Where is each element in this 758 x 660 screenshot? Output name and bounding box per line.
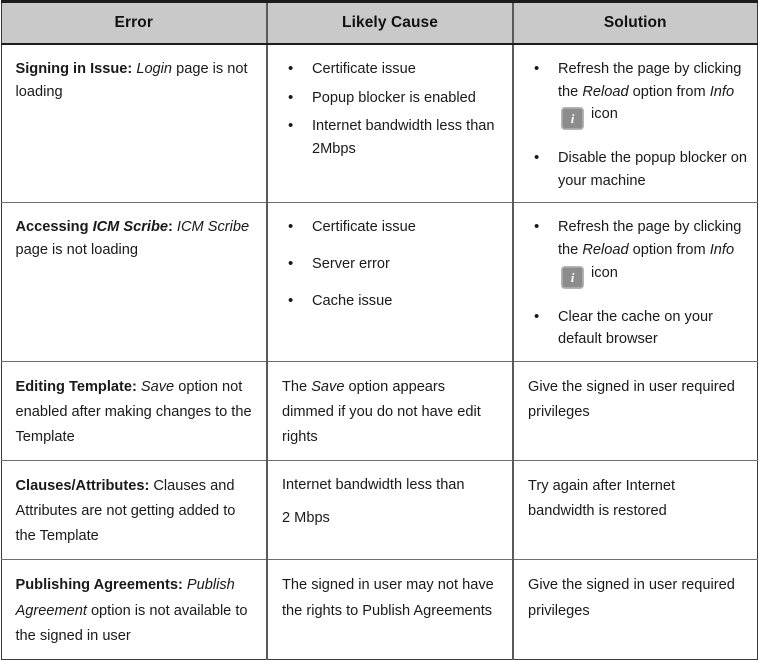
cause-text-line1: Internet bandwidth less than <box>282 477 465 494</box>
error-emphasis: ICM Scribe <box>172 219 250 236</box>
error-cell: Accessing ICM Scribe: ICM Scribe page is… <box>1 202 268 362</box>
error-label: Signing in Issue: <box>15 61 133 77</box>
solution-text: Refresh the page by clicking the <box>558 61 742 100</box>
error-label-colon: : <box>167 219 173 236</box>
cause-text: Cache issue <box>312 292 393 309</box>
error-cell: Publishing Agreements: Publish Agreement… <box>1 559 268 660</box>
cause-text: Certificate issue <box>312 61 416 77</box>
list-item: Server error <box>278 252 504 276</box>
error-emphasis: Save <box>136 378 175 395</box>
error-label-product: ICM Scribe <box>92 219 168 236</box>
list-item: Refresh the page by clicking the Reload … <box>524 215 749 289</box>
solution-cell: Give the signed in user required privile… <box>513 560 757 659</box>
cause-cell: Certificate issue Server error Cache iss… <box>267 202 514 362</box>
list-item: Internet bandwidth less than 2Mbps <box>278 114 504 160</box>
error-text: Accessing ICM Scribe: ICM Scribe page is… <box>16 216 253 261</box>
solution-text-mid: option from <box>628 83 710 100</box>
table-row: Accessing ICM Scribe: ICM Scribe page is… <box>1 202 757 362</box>
header-row: Error Likely Cause Solution <box>1 0 757 45</box>
solution-cell: Try again after Internet bandwidth is re… <box>513 460 757 561</box>
error-rest: page is not loading <box>15 242 139 259</box>
list-item: Clear the cache on your default browser <box>524 305 749 351</box>
solution-text: Give the signed in user required privile… <box>528 378 735 420</box>
table-row: Editing Template: Save option not enable… <box>1 361 757 462</box>
solution-cell: Refresh the page by clicking the Reload … <box>513 44 757 204</box>
error-text: Publishing Agreements: Publish Agreement… <box>16 573 253 648</box>
column-header-error: Error <box>1 0 268 45</box>
cause-text: Popup blocker is enabled <box>312 89 476 106</box>
solution-emphasis-info: Info <box>709 242 735 259</box>
error-rest: option not enabled after making changes … <box>15 378 252 446</box>
table-row: Signing in Issue: Login page is not load… <box>1 44 757 204</box>
cause-cell: Certificate issue Popup blocker is enabl… <box>267 44 514 204</box>
error-label: Accessing <box>15 219 93 236</box>
error-text: Signing in Issue: Login page is not load… <box>16 58 253 103</box>
cause-text: Server error <box>312 256 390 273</box>
solution-emphasis-reload: Reload <box>582 242 629 259</box>
cause-list: Certificate issue Server error Cache iss… <box>278 215 504 313</box>
cause-text-post: option appears dimmed if you do not have… <box>282 378 481 446</box>
column-header-likely-cause: Likely Cause <box>267 0 514 45</box>
cause-cell: Internet bandwidth less than 2 Mbps <box>267 460 514 561</box>
error-label: Clauses/Attributes: <box>15 478 150 495</box>
error-text: Clauses/Attributes: Clauses and Attribut… <box>16 474 253 549</box>
column-header-solution: Solution <box>513 0 757 45</box>
solution-emphasis-info: Info <box>709 83 735 100</box>
list-item: Popup blocker is enabled <box>278 86 504 110</box>
table-body: Signing in Issue: Login page is not load… <box>1 44 757 660</box>
cause-cell: The Save option appears dimmed if you do… <box>267 361 514 462</box>
solution-text: Clear the cache on your default browser <box>558 308 713 348</box>
table-row: Clauses/Attributes: Clauses and Attribut… <box>1 460 757 561</box>
table-header: Error Likely Cause Solution <box>1 0 757 45</box>
error-cell: Editing Template: Save option not enable… <box>1 361 268 462</box>
info-icon[interactable]: i <box>561 107 584 131</box>
solution-text-post: icon <box>587 106 618 123</box>
cause-list: Certificate issue Popup blocker is enabl… <box>278 57 504 160</box>
cause-text: The Save option appears dimmed if you do… <box>282 375 498 450</box>
cause-text: The signed in user may not have the righ… <box>282 577 494 619</box>
solution-text: Give the signed in user required privile… <box>528 577 735 619</box>
error-label: Editing Template: <box>15 378 137 395</box>
error-rest: Clauses and Attributes are not getting a… <box>15 478 236 545</box>
error-cell: Clauses/Attributes: Clauses and Attribut… <box>1 460 268 561</box>
cause-text-line2: 2 Mbps <box>282 509 330 526</box>
list-item: Disable the popup blocker on your machin… <box>524 146 749 192</box>
error-rest: page is not loading <box>15 61 248 100</box>
solution-text: Try again after Internet bandwidth is re… <box>528 478 676 520</box>
list-item: Cache issue <box>278 289 504 313</box>
cause-text-pre: The <box>282 378 312 395</box>
solution-cell: Refresh the page by clicking the Reload … <box>513 202 757 362</box>
list-item: Certificate issue <box>278 215 504 239</box>
cause-text: Certificate issue <box>312 219 416 236</box>
solution-list: Refresh the page by clicking the Reload … <box>524 215 749 351</box>
cause-cell: The signed in user may not have the righ… <box>267 559 514 660</box>
error-label: Publishing Agreements: <box>15 577 183 594</box>
solution-emphasis-reload: Reload <box>582 83 629 100</box>
error-text: Editing Template: Save option not enable… <box>16 375 253 450</box>
solution-text-mid: option from <box>628 242 710 259</box>
cause-text: Internet bandwidth less than 2Mbps <box>312 118 495 157</box>
solution-text: Refresh the page by clicking the <box>558 219 742 259</box>
solution-list: Refresh the page by clicking the Reload … <box>524 57 749 192</box>
info-icon[interactable]: i <box>561 265 584 289</box>
list-item: Certificate issue <box>278 57 504 81</box>
error-cell: Signing in Issue: Login page is not load… <box>1 44 268 204</box>
error-emphasis: Login <box>136 61 173 77</box>
solution-text-post: icon <box>587 264 618 281</box>
list-item: Refresh the page by clicking the Reload … <box>524 57 749 131</box>
solution-text: Disable the popup blocker on your machin… <box>558 150 748 189</box>
table-row: Publishing Agreements: Publish Agreement… <box>1 559 757 660</box>
solution-cell: Give the signed in user required privile… <box>513 361 757 462</box>
cause-emphasis-save: Save <box>311 378 345 395</box>
